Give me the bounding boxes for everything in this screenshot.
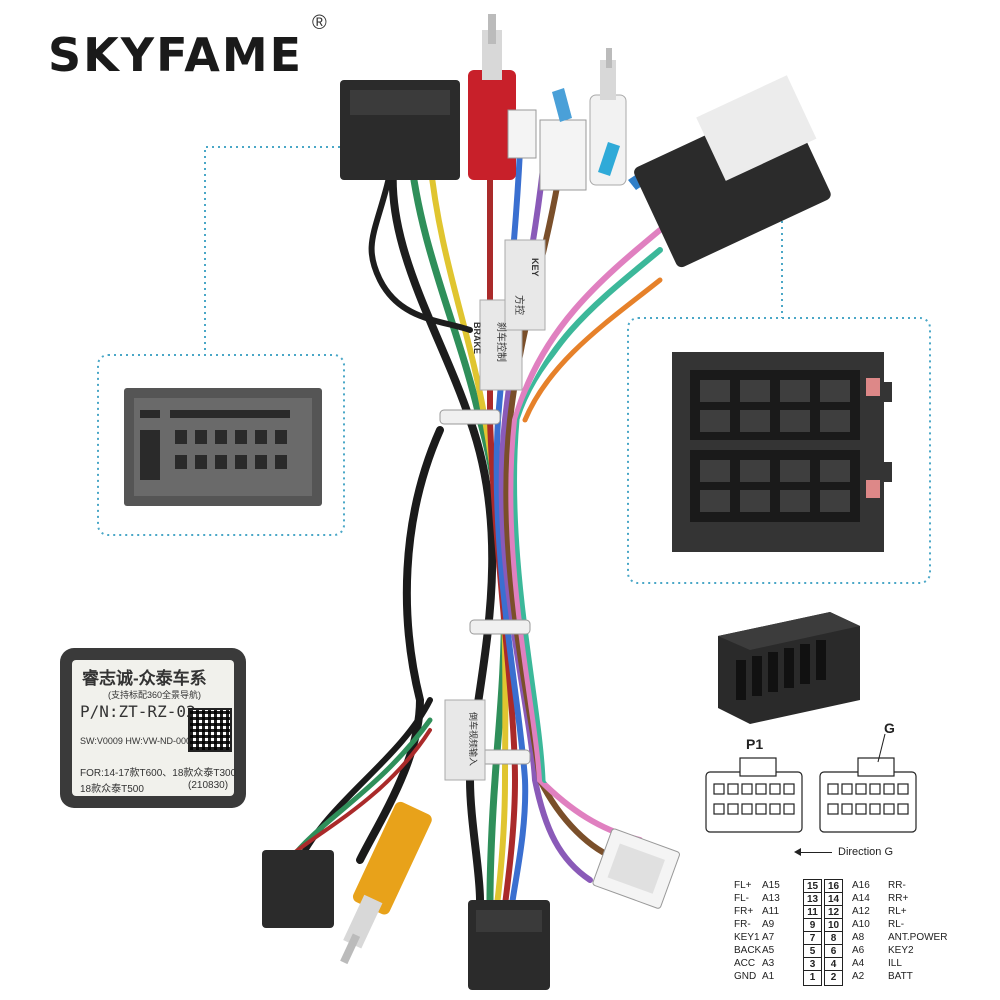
pin-left-id: A15 [762,880,780,891]
label-g: G [884,720,895,736]
tag-brake-cn: 刹车控制 [495,322,506,362]
tag-key: KEY [530,258,540,277]
pin-right-name: RL+ [888,906,907,917]
module-title: 睿志诚-众泰车系 [82,669,207,688]
label-p1: P1 [746,736,764,752]
registered-mark: ® [312,12,327,34]
pin-a: 9 [803,918,822,934]
rca-red [468,70,516,180]
pin-left-id: A1 [762,971,775,982]
pin-left-id: A11 [762,906,780,917]
pin-right-name: KEY2 [888,945,914,956]
rca-yellow [340,801,432,965]
connector-p1-drawing [705,757,803,833]
qr-code-icon [188,708,232,752]
pin-right-id: A6 [852,945,865,956]
pin-left-id: A5 [762,945,775,956]
pin-right-name: RR+ [888,893,909,904]
pin-left-name: FR- [734,919,751,930]
pin-right-id: A4 [852,958,865,969]
pin-right-name: RL- [888,919,905,930]
pin-left-name: FR+ [734,906,754,917]
tag-camera-cn: 倒车视频输入 [468,712,478,767]
tag-brake: BRAKE [472,322,482,355]
connector-bottom-left [262,850,334,928]
pin-a: 1 [803,970,822,986]
pin-left-name: FL- [734,893,749,904]
pin-left-name: FL+ [734,880,752,891]
module-models: 18款众泰T500 [80,784,144,795]
pin-left-id: A13 [762,893,780,904]
connector-bottom-right [592,828,680,909]
pin-left-name: BACK [734,945,762,956]
pin-left-name: GND [734,971,757,982]
direction-arrow-icon [794,848,832,856]
connector-top-right [634,75,831,268]
tag-key-cn: 方控 [513,295,524,315]
connector-g-drawing [819,757,917,833]
pin-right-id: A16 [852,880,870,891]
module-subtitle: (支持标配360全景导航) [108,690,202,700]
pin-right-id: A14 [852,893,870,904]
pin-right-name: BATT [888,971,913,982]
guide-line-left [204,146,340,352]
pin-left-id: A3 [762,958,775,969]
pin-left-id: A9 [762,919,775,930]
pin-right-id: A10 [852,919,870,930]
wire-bundle [283,146,663,908]
pin-right-name: ILL [888,958,902,969]
pin-left-name: ACC [734,958,756,969]
brand-logo: SKYFAME [48,28,304,82]
pin-left-name: KEY1 [734,932,760,943]
module-part-number: P/N:ZT-RZ-02 [80,702,196,721]
connector-iso-3d [718,612,860,724]
pin-b: 2 [824,970,843,986]
pin-left-id: A7 [762,932,775,943]
module-date: (210830) [188,780,229,791]
module-sw-hw: SW:V0009 HW:VW-ND-0007 [80,736,197,746]
pin-right-name: ANT.POWER [888,932,948,943]
pin-right-id: A8 [852,932,865,943]
pin-right-id: A2 [852,971,865,982]
pin-right-id: A12 [852,906,870,917]
direction-label: Direction G [838,846,894,858]
module-for: FOR:14-17款T600、18款众泰T300 [80,768,237,779]
pin-right-name: RR- [888,880,906,891]
